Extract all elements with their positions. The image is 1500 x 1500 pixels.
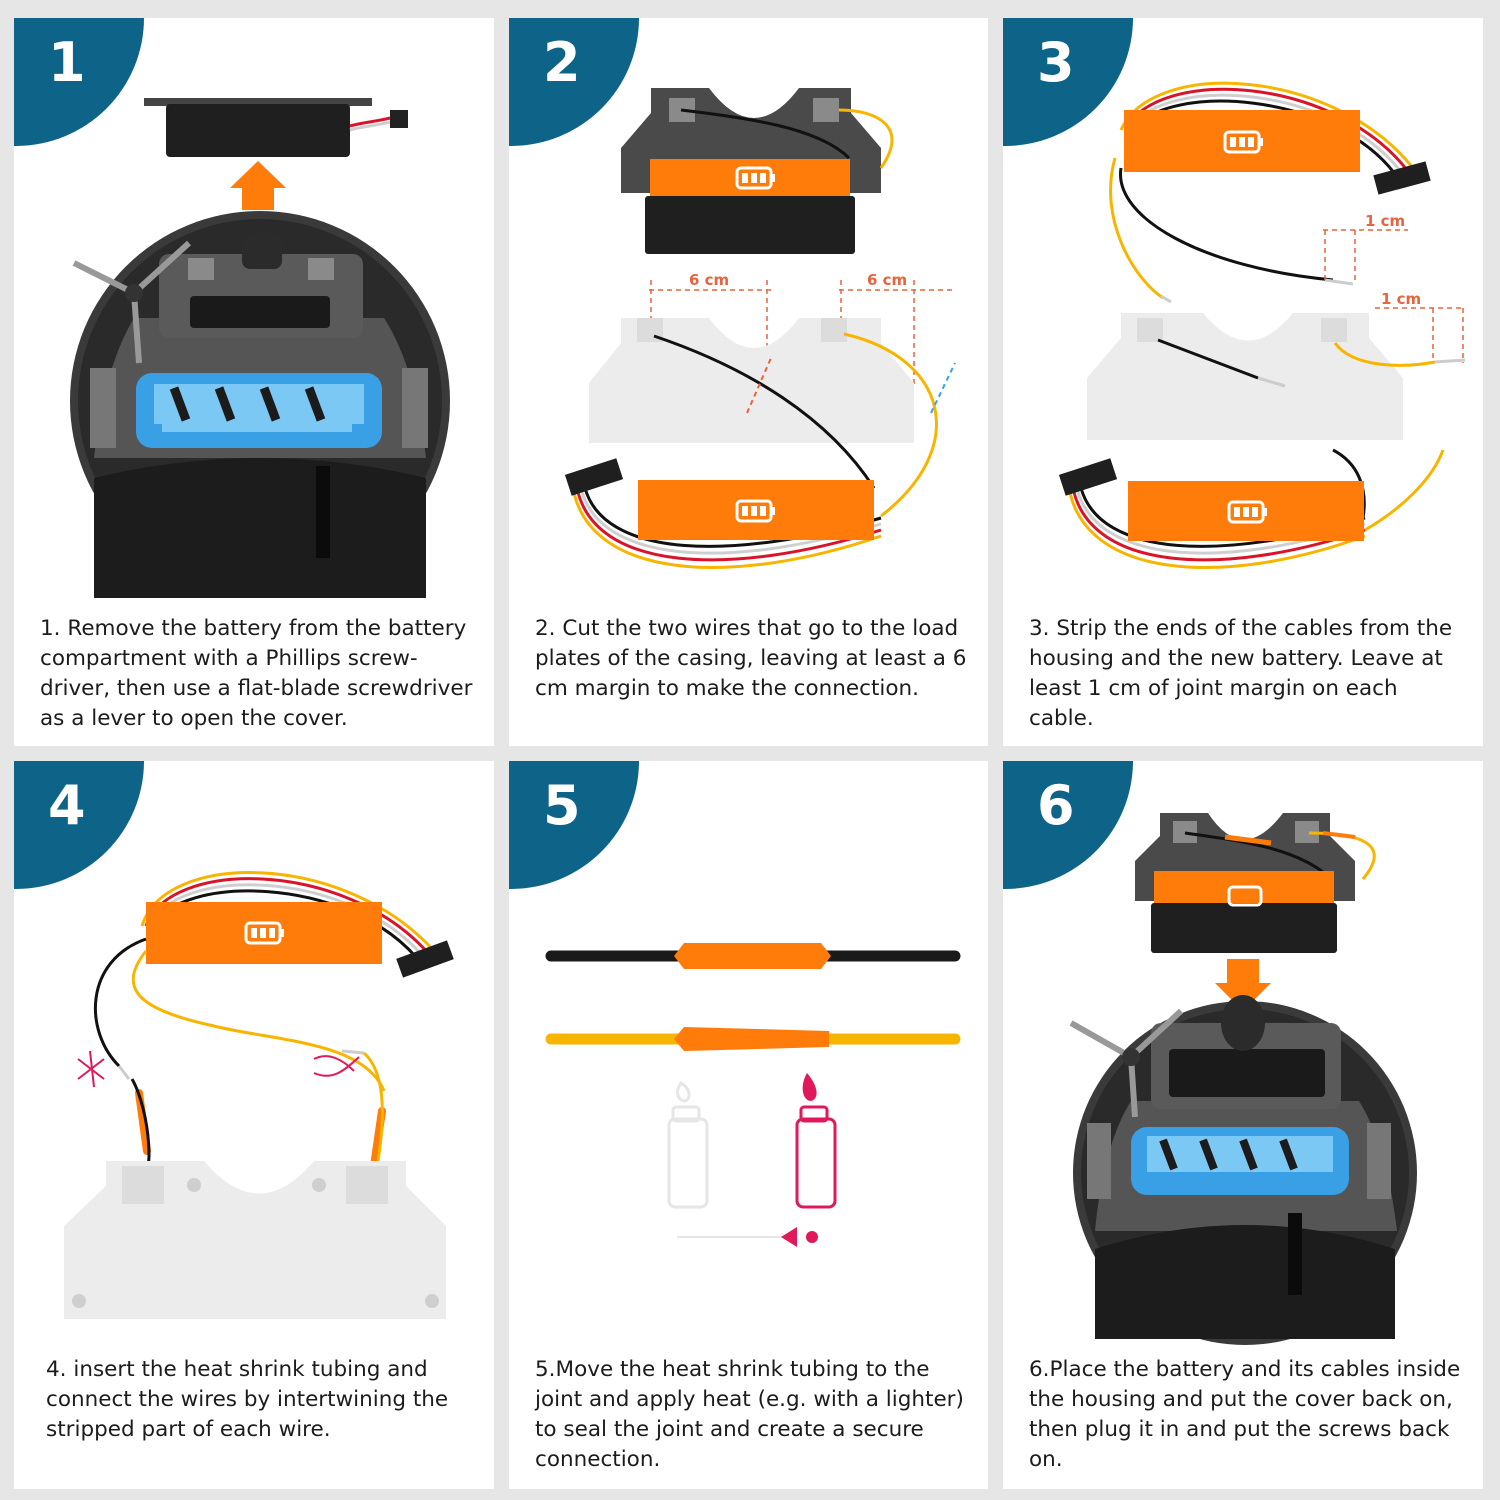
twist-icon: [77, 1050, 360, 1088]
battery-housing-icon: [1135, 813, 1376, 953]
step-4-illustration: [64, 871, 454, 1319]
step-panel-1: 1 1. Remove the battery from the battery…: [14, 18, 494, 746]
step-6-illustration: [1069, 813, 1417, 1345]
cut-line-icon: [746, 357, 956, 414]
step-1-illustration: [70, 98, 450, 598]
robot-vacuum-icon: [70, 211, 450, 598]
step-number: 3: [1037, 31, 1075, 94]
step-badge: 4: [14, 761, 144, 889]
battery-housing-icon: [621, 88, 894, 254]
step-panel-2: 6 cm 6 cm 2 2. Cut the two wires that go…: [509, 18, 988, 746]
lighter-off-icon: [667, 1080, 709, 1209]
step-panel-5: 5 5.Move the heat shrink tubing to the j…: [509, 761, 988, 1489]
step-panel-3: 1 cm 1 cm 3 3. Strip: [1003, 18, 1483, 746]
dimension-label-top: 1 cm: [1365, 212, 1405, 230]
step-badge: 6: [1003, 761, 1133, 889]
slider-handle-icon: [677, 1227, 818, 1247]
arrow-down-icon: [1215, 959, 1271, 1011]
step-caption: 4. insert the heat shrink tubing and con…: [46, 1357, 449, 1442]
step-5-illustration: [545, 943, 961, 1247]
battery-pack-icon: [564, 458, 882, 569]
lighter-on-icon: [795, 1073, 837, 1209]
heat-shrink-tube-icon: [135, 1089, 386, 1170]
battery-pack-icon: [144, 98, 408, 157]
step-panel-6: 6 6.Place the battery and its cables ins…: [1003, 761, 1483, 1489]
step-badge: 2: [509, 18, 639, 146]
battery-symbol-icon: [735, 166, 775, 190]
battery-pack-icon: [1058, 448, 1445, 569]
step-caption: 6.Place the battery and its cables insid…: [1029, 1357, 1461, 1472]
arrow-up-icon: [230, 161, 286, 210]
step-2-illustration: 6 cm 6 cm: [564, 88, 956, 569]
dimension-label-left: 6 cm: [689, 271, 729, 289]
step-panel-4: 4 4. insert the heat shrink tubing and c…: [14, 761, 494, 1489]
step-number: 5: [543, 774, 581, 837]
step-number: 1: [48, 31, 86, 94]
stripped-wire-icon: [1160, 278, 1354, 304]
dimension-label-bottom: 1 cm: [1381, 290, 1421, 308]
heat-shrink-tube-icon: [545, 943, 961, 969]
battery-pack-icon: [140, 871, 454, 978]
step-caption: 1. Remove the battery from the battery c…: [40, 616, 473, 731]
heat-shrink-tube-icon: [545, 1027, 961, 1051]
dimension-marker: 1 cm 1 cm: [1323, 212, 1465, 363]
battery-pack-icon: [1109, 81, 1431, 304]
step-number: 6: [1037, 774, 1075, 837]
step-number: 4: [48, 774, 86, 837]
step-caption: 2. Cut the two wires that go to the load…: [535, 616, 967, 701]
dimension-label-right: 6 cm: [867, 271, 907, 289]
step-3-illustration: 1 cm 1 cm: [1058, 81, 1466, 569]
step-caption: 5.Move the heat shrink tubing to the joi…: [535, 1357, 964, 1472]
step-number: 2: [543, 31, 581, 94]
step-caption: 3. Strip the ends of the cables from the…: [1029, 616, 1453, 731]
robot-vacuum-icon: [1069, 995, 1417, 1345]
